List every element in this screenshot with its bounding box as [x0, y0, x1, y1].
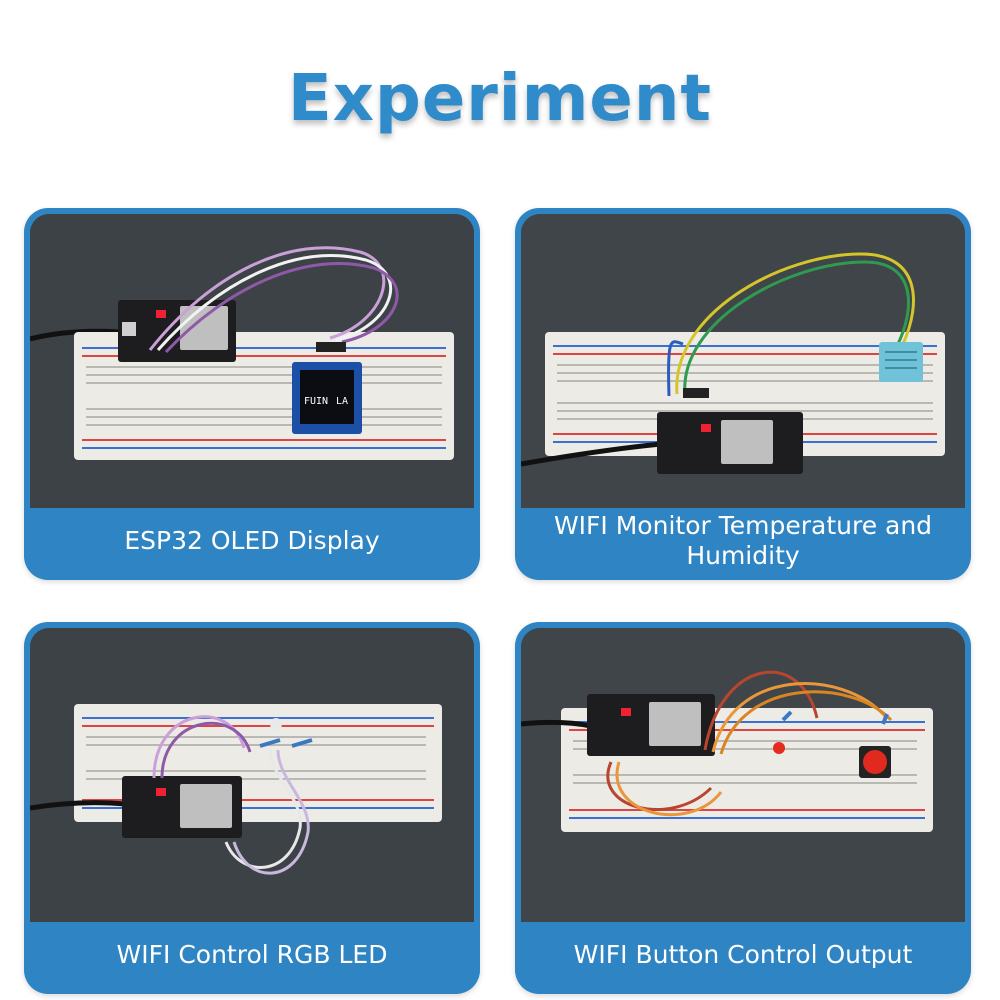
experiment-photo-rgb-led — [30, 628, 474, 922]
breadboard-rgb-photo — [30, 628, 474, 922]
experiment-caption-rgb-led: WIFI Control RGB LED — [116, 940, 388, 969]
oled-text-right: LA — [336, 396, 348, 407]
experiment-photo-temperature-humidity — [521, 214, 965, 508]
page-title: Experiment — [288, 62, 712, 136]
breadboard-button-photo — [521, 628, 965, 922]
experiment-card-oled-display[interactable]: FUIN LA ESP32 OLED Display — [24, 208, 480, 580]
experiment-caption-oled-display: ESP32 OLED Display — [124, 526, 380, 555]
oled-text-left: FUIN — [304, 396, 328, 407]
experiment-photo-button-output — [521, 628, 965, 922]
experiment-caption-temperature-humidity: WIFI Monitor Temperature and Humidity — [553, 511, 933, 570]
breadboard-dht-photo — [521, 214, 965, 508]
breadboard-oled-photo: FUIN LA — [30, 214, 474, 508]
experiment-card-temperature-humidity[interactable]: WIFI Monitor Temperature and Humidity — [515, 208, 971, 580]
experiment-card-button-output[interactable]: WIFI Button Control Output — [515, 622, 971, 994]
experiment-card-rgb-led[interactable]: WIFI Control RGB LED — [24, 622, 480, 994]
experiment-photo-oled-display: FUIN LA — [30, 214, 474, 508]
experiment-caption-button-output: WIFI Button Control Output — [573, 940, 913, 969]
